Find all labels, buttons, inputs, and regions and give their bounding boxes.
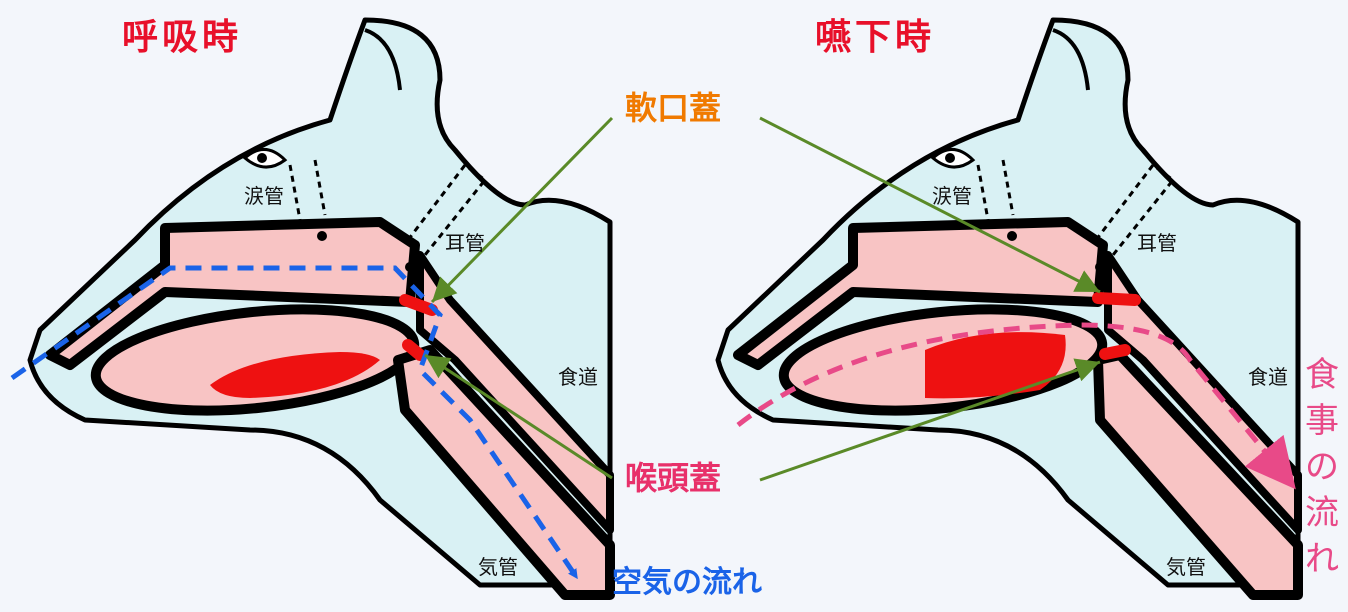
label-food-flow-char: 食 [1302,352,1342,398]
label-tear-duct-left: 涙管 [244,186,284,206]
label-esophagus-right: 食道 [1248,367,1288,387]
tear-duct-opening [317,231,327,241]
eye-pupil [945,153,955,163]
label-ear-tube-left: 耳管 [445,233,485,253]
label-tear-duct-right: 涙管 [932,186,972,206]
label-food-flow-char: の [1302,444,1342,490]
epiglottis-tip [408,345,420,355]
label-trachea-right: 気管 [1166,557,1206,577]
panel-breathing [12,20,610,595]
label-food-flow-char: 事 [1302,398,1342,444]
label-esophagus-left: 食道 [558,367,598,387]
tear-duct-opening [1007,231,1017,241]
eye-pupil [257,153,267,163]
ear-tube-opening [405,262,415,272]
soft-palate-tip [1098,298,1135,300]
label-food-flow-char: 流 [1302,490,1342,536]
callout-epiglottis: 喉頭蓋 [625,462,721,494]
label-ear-tube-right: 耳管 [1137,233,1177,253]
epiglottis-tip [1105,350,1125,354]
label-air-flow: 空気の流れ [612,568,762,598]
title-swallowing: 嚥下時 [815,20,935,56]
label-trachea-left: 気管 [478,557,518,577]
panel-swallowing [718,20,1298,595]
callout-soft-palate: 軟口蓋 [625,92,721,124]
title-breathing: 呼吸時 [122,20,242,56]
label-food-flow-char: れ [1302,536,1342,582]
label-food-flow: 食 事 の 流 れ [1302,352,1342,582]
ear-tube-opening [1095,262,1105,272]
